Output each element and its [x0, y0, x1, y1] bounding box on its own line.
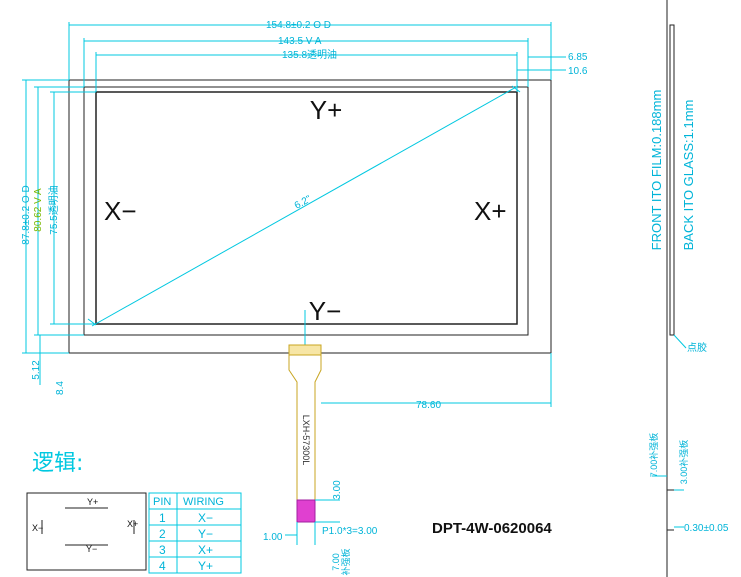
dim-od-height: 87.8±0.2 O D — [21, 185, 32, 244]
label-y-minus: Y− — [309, 296, 342, 326]
dim-clear-height: 75.5透明油 — [47, 185, 60, 234]
label-y-plus: Y+ — [310, 95, 343, 125]
logic-x-plus: X+ — [127, 519, 138, 529]
tail-contacts — [296, 499, 316, 523]
table-row-pin: 2 — [159, 527, 166, 541]
dim-tail-note: 补强板 — [340, 548, 351, 575]
dim-tail-height: 3.00 — [332, 480, 343, 500]
label-x-minus: X− — [104, 196, 137, 226]
table-row-wiring: X− — [198, 511, 213, 525]
dim-pin-width: 1.00 — [263, 532, 283, 543]
dim-va-height: 80.62 V A — [33, 188, 44, 232]
logic-y-minus: Y− — [86, 544, 97, 554]
wiring-table: PIN WIRING 1 X− 2 Y− 3 X+ 4 Y+ — [148, 492, 242, 574]
dim-right-gap-2: 10.6 — [568, 66, 588, 77]
side-view-glass — [669, 24, 675, 336]
part-number: DPT-4W-0620064 — [432, 520, 552, 537]
dim-bottom-gap-2: 8.4 — [55, 381, 66, 395]
dim-pitch: P1.0*3=3.00 — [322, 526, 378, 537]
side-adhesive-label: 点胶 — [687, 341, 707, 354]
dim-od-width: 154.8±0.2 O D — [266, 20, 331, 31]
table-row-wiring: Y+ — [198, 559, 213, 573]
side-dim-300: 3.00补强板 — [678, 440, 689, 485]
table-header-wiring: WIRING — [183, 496, 224, 508]
table-row-wiring: X+ — [198, 543, 213, 557]
diagonal-line — [91, 85, 519, 327]
dim-right-gap-1: 6.85 — [568, 52, 588, 63]
logic-y-plus: Y+ — [87, 497, 98, 507]
table-row-pin: 3 — [159, 543, 166, 557]
table-row-pin: 4 — [159, 559, 166, 573]
dim-bottom-gap-1: 5.12 — [31, 360, 42, 380]
logic-diagram-box — [26, 492, 147, 571]
side-back-label: BACK ITO GLASS:1.1mm — [681, 100, 696, 251]
dim-tail-offset: 78.60 — [416, 400, 441, 411]
table-row-wiring: Y− — [198, 527, 213, 541]
side-dim-700: 7.00补强板 — [648, 433, 659, 478]
logic-heading: 逻辑: — [32, 451, 83, 476]
label-x-plus: X+ — [474, 196, 507, 226]
dim-va-width: 143.5 V A — [278, 36, 322, 47]
va-outline — [83, 86, 529, 336]
diagonal-label: 6.2" — [293, 193, 314, 211]
table-row-pin: 1 — [159, 511, 166, 525]
active-area-outline — [95, 91, 518, 325]
dim-clear-width: 135.8透明油 — [282, 48, 337, 61]
side-front-label: FRONT ITO FILM:0.188mm — [649, 90, 664, 251]
table-header-pin: PIN — [153, 496, 171, 508]
tail-label: LXH-57300L — [301, 415, 311, 466]
connector-pads — [288, 344, 322, 356]
side-dim-030: 0.30±0.05 — [684, 523, 729, 534]
logic-x-minus: X− — [32, 523, 43, 533]
dim-tail-len: 7.00 — [331, 553, 341, 571]
